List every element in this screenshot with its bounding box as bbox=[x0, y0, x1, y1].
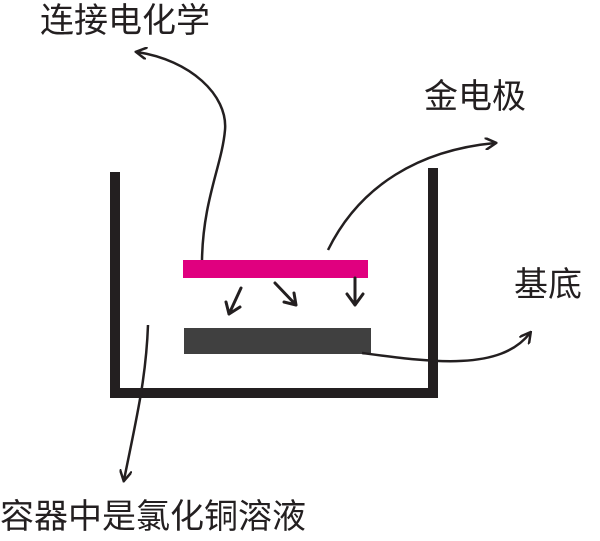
label-substrate: 基底 bbox=[514, 265, 582, 305]
gold-electrode-leader-arrow bbox=[326, 143, 495, 251]
label-container-solution: 容器中是氯化铜溶液 bbox=[0, 497, 306, 537]
connect-leader-arrow bbox=[137, 52, 227, 261]
container-leader-arrow bbox=[124, 324, 150, 480]
deposition-arrow-icon bbox=[273, 281, 298, 307]
deposition-arrow-icon bbox=[345, 276, 365, 307]
label-gold-electrode: 金电极 bbox=[424, 77, 526, 117]
label-connect-electrochem: 连接电化学 bbox=[40, 1, 210, 41]
container-vessel bbox=[110, 168, 438, 398]
substrate-leader-arrow bbox=[361, 333, 530, 363]
substrate-bar bbox=[184, 328, 371, 354]
gold-electrode-bar bbox=[183, 260, 368, 278]
deposition-arrow-icon bbox=[224, 286, 243, 316]
